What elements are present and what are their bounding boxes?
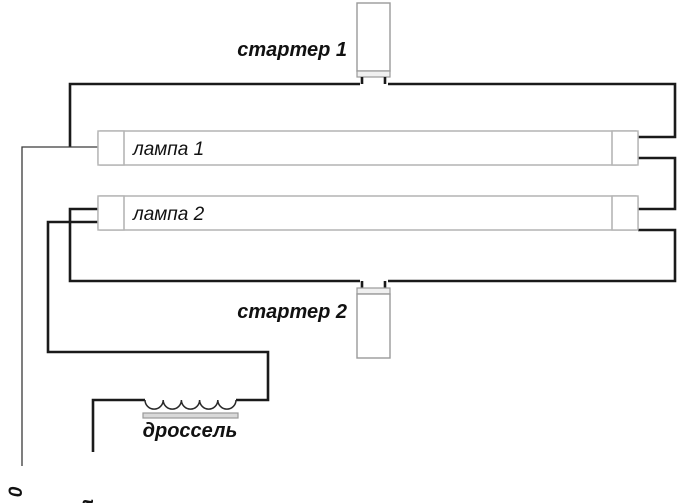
- lamp-2-cap-left: [97, 195, 125, 231]
- starter-2-label: стартер 2: [237, 301, 347, 323]
- wire-starter1-to-lamp1-right: [388, 82, 677, 139]
- wire-starter2-to-lamp2-left: [68, 207, 360, 283]
- wire-choke-to-phase: [91, 398, 145, 452]
- starter-1-base: [356, 70, 391, 78]
- choke-core: [142, 412, 239, 419]
- starter-2[interactable]: [356, 281, 391, 359]
- choke-winding: [144, 399, 237, 410]
- starter-2-base: [356, 287, 391, 295]
- choke[interactable]: [142, 399, 239, 419]
- lamp-1-label: лампа 1: [132, 139, 204, 160]
- wire-lamp2-right-to-starter2: [388, 228, 677, 283]
- lamp-2[interactable]: [97, 195, 639, 231]
- lamp-2-cap-right: [611, 195, 639, 231]
- phase-label: фаза: [77, 499, 98, 503]
- starter-2-body: [356, 293, 391, 359]
- choke-label: дроссель: [143, 420, 238, 442]
- lamp-1-cap-left: [97, 130, 125, 166]
- starter-1-body: [356, 2, 391, 72]
- wire-lamp1-right-to-lamp2-right: [638, 156, 677, 211]
- starter-1-label: стартер 1: [237, 39, 347, 61]
- starter-1[interactable]: [356, 2, 391, 84]
- neutral-label: 0: [6, 486, 27, 497]
- lamp-1-cap-right: [611, 130, 639, 166]
- lamp-2-label: лампа 2: [132, 204, 205, 225]
- lamp-1[interactable]: [97, 130, 639, 166]
- wire-lamp1-left-to-starter1: [68, 82, 360, 147]
- wire-lamp2-left-to-choke: [46, 220, 270, 402]
- wire-lamp1-left-to-neutral: [21, 146, 98, 466]
